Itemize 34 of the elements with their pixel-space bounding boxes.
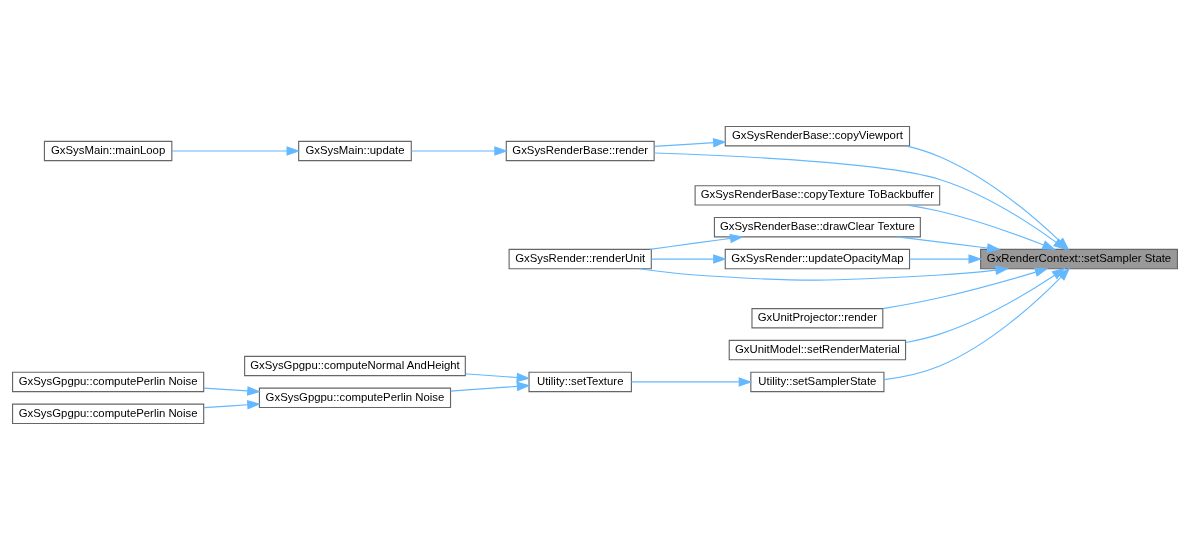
arrow — [909, 253, 983, 264]
arrow — [410, 145, 508, 156]
node-box: GxSysGpgpu::computePerlin Noise — [12, 403, 205, 424]
arrow — [203, 385, 261, 396]
node-box: GxUnitModel::setRenderMaterial — [728, 339, 907, 360]
arrow — [649, 233, 744, 250]
node-box: GxSysRender::updateOpacityMap — [724, 248, 911, 269]
arrow — [883, 267, 1071, 380]
arrow — [882, 267, 1049, 309]
node-box: GxSysRender::renderUnit — [508, 248, 652, 269]
arrow — [638, 264, 1010, 281]
node-box: GxRenderContext::setSampler State — [980, 248, 1178, 269]
arrow — [465, 372, 531, 382]
arrow — [630, 376, 753, 387]
node-box: Utility::setTexture — [528, 371, 632, 392]
node-box: GxSysMain::mainLoop — [43, 140, 173, 161]
arrow — [905, 267, 1066, 343]
node-box: GxUnitProjector::render — [751, 307, 884, 328]
node-box: Utility::setSamplerState — [750, 371, 885, 392]
arrow — [653, 137, 727, 147]
arrow — [907, 204, 1056, 250]
arrow — [896, 235, 1001, 253]
node-box: GxSysMain::update — [298, 140, 412, 161]
node-box: GxSysRenderBase::copyTexture ToBackbuffer — [694, 184, 941, 206]
arrow — [171, 145, 301, 156]
node-box: GxSysGpgpu::computePerlin Noise — [258, 387, 452, 408]
node-box: GxSysRenderBase::drawClear Texture — [713, 216, 921, 237]
node-box: GxSysGpgpu::computePerlin Noise — [12, 371, 205, 392]
arrow — [203, 399, 261, 410]
arrow — [450, 381, 531, 392]
node-box: GxSysRenderBase::render — [505, 140, 655, 161]
node-box: GxSysRenderBase::copyViewport — [724, 125, 911, 146]
node-box: GxSysGpgpu::computeNormal AndHeight — [244, 355, 466, 376]
arrow — [650, 253, 727, 264]
